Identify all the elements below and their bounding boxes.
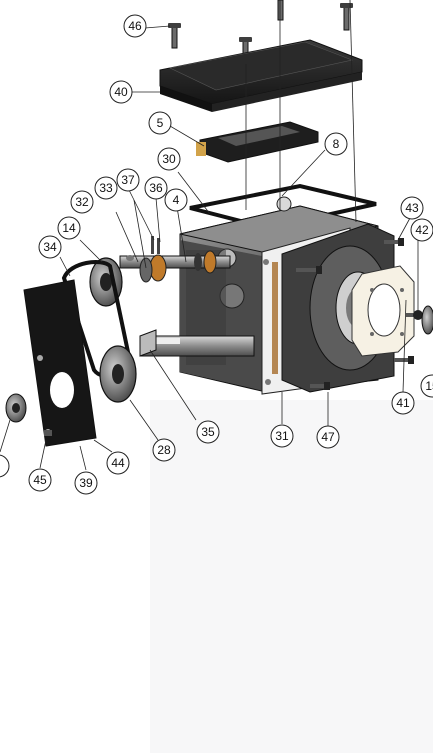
gear-left	[5, 393, 27, 423]
callout-label: 31	[275, 429, 289, 443]
callout-34: 34	[38, 235, 62, 259]
callout-label: 35	[201, 425, 215, 439]
stud-left	[296, 266, 322, 274]
callout-label: 4	[173, 193, 180, 207]
callout-label: 14	[62, 221, 76, 235]
callout-41: 41	[391, 391, 415, 415]
gasket-ring-41	[351, 265, 415, 357]
callout-44: 44	[106, 451, 130, 475]
callout-label: 34	[43, 240, 57, 254]
callout-35: 35	[196, 420, 220, 444]
screw-46	[168, 23, 181, 49]
callout-32: 32	[70, 190, 94, 214]
bolt-right-lower	[394, 356, 414, 364]
background-panel	[150, 400, 433, 753]
pulley-28	[99, 345, 137, 403]
callout-37: 37	[116, 168, 140, 192]
callout-label: 30	[162, 152, 176, 166]
callout-label: 8	[333, 137, 340, 151]
callout-label: 33	[99, 181, 113, 195]
callout-label: 45	[33, 473, 47, 487]
belt-guard-plate-44	[23, 279, 97, 447]
callout-label: 40	[114, 85, 128, 99]
callout-label: 15	[425, 379, 433, 393]
leader-lines	[0, 0, 419, 471]
callout-14: 14	[57, 216, 81, 240]
callout-label: 42	[415, 223, 429, 237]
callout-8: 8	[324, 132, 348, 156]
callout-45: 45	[28, 468, 52, 492]
bolt-42	[406, 310, 423, 320]
callout-5: 5	[148, 111, 172, 135]
callout-label: 39	[79, 476, 93, 490]
gear-15	[421, 305, 433, 335]
callout-label: 37	[121, 173, 135, 187]
cover-40	[159, 39, 363, 112]
upper-shaft-assembly	[119, 236, 231, 283]
callout-label: 47	[321, 430, 335, 444]
callout-label: 46	[128, 19, 142, 33]
callout-43: 43	[400, 196, 424, 220]
callout-30: 30	[157, 147, 181, 171]
bolt-47	[310, 382, 330, 390]
callout-label: 36	[149, 181, 163, 195]
callout-28: 28	[152, 438, 176, 462]
screw-top-far	[277, 0, 284, 21]
callout-36: 36	[144, 176, 168, 200]
callout-label: 44	[111, 456, 125, 470]
callout-label: 43	[405, 201, 419, 215]
bracket-5	[196, 121, 319, 163]
callout-46: 46	[123, 14, 147, 38]
callout-label: 5	[157, 116, 164, 130]
screw-45	[44, 430, 52, 436]
lower-shaft-35	[139, 329, 255, 357]
callout-4: 4	[164, 188, 188, 212]
callout-47: 47	[316, 425, 340, 449]
bolt-43	[384, 238, 404, 246]
callout-partial-left	[0, 454, 10, 478]
callout-31: 31	[270, 424, 294, 448]
callout-label: 32	[75, 195, 89, 209]
callout-42: 42	[410, 218, 433, 242]
callout-39: 39	[74, 471, 98, 495]
callout-label: 41	[396, 396, 410, 410]
callout-40: 40	[109, 80, 133, 104]
callout-15: 15	[420, 374, 433, 398]
callout-33: 33	[94, 176, 118, 200]
callout-label: 28	[157, 443, 171, 457]
